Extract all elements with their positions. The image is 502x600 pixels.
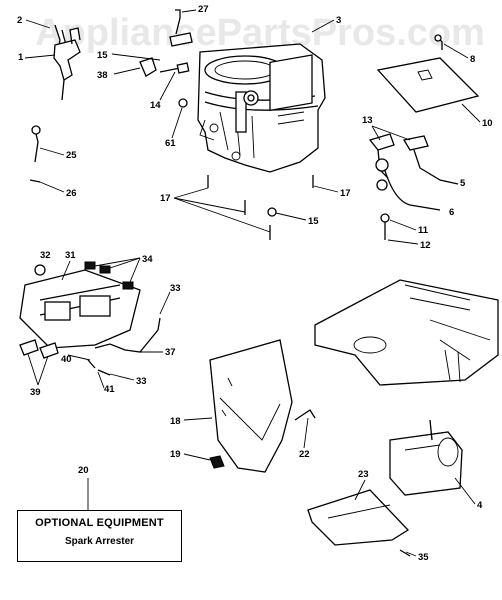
optional-equipment-box: OPTIONAL EQUIPMENT Spark Arrester (17, 510, 182, 562)
callout-12: 12 (420, 240, 431, 251)
callout-15: 15 (97, 50, 108, 61)
callout-20: 20 (78, 465, 89, 476)
callout-22: 22 (299, 449, 310, 460)
spark-arrester-label: Spark Arrester (64, 536, 135, 547)
callout-23: 23 (358, 469, 369, 480)
callout-5: 5 (460, 178, 466, 189)
muffler-guard (307, 489, 411, 557)
callout-17-right: 17 (340, 188, 351, 199)
callout-14: 14 (150, 100, 161, 111)
callout-labels: 2 1 27 3 8 10 15 38 14 61 25 26 17 17 15… (17, 4, 493, 563)
callout-35: 35 (418, 552, 429, 563)
callout-25: 25 (66, 150, 77, 161)
callout-41: 41 (104, 384, 115, 395)
fuel-lines (368, 133, 459, 240)
callout-37: 37 (165, 347, 176, 358)
callout-19: 19 (170, 449, 181, 460)
callout-32: 32 (40, 250, 51, 261)
callout-13: 13 (362, 115, 373, 126)
callout-8: 8 (470, 54, 475, 65)
callout-33-top: 33 (170, 283, 181, 294)
callout-31: 31 (65, 250, 76, 261)
callout-17-left: 17 (160, 193, 171, 204)
plate-bracket (376, 34, 480, 113)
muffler (389, 419, 463, 496)
chassis-plate (314, 279, 499, 386)
callout-6: 6 (449, 207, 454, 218)
callout-26: 26 (66, 188, 77, 199)
callout-34: 34 (142, 254, 153, 265)
callout-33-bottom: 33 (136, 376, 147, 387)
callout-10: 10 (482, 118, 493, 129)
callout-3: 3 (336, 15, 341, 26)
callout-4: 4 (477, 500, 483, 511)
optional-equipment-title: OPTIONAL EQUIPMENT (35, 517, 164, 529)
callout-2: 2 (17, 15, 22, 26)
callout-40: 40 (61, 354, 72, 365)
callout-18: 18 (170, 416, 181, 427)
callout-38: 38 (97, 70, 108, 81)
air-cleaner-assembly (19, 261, 161, 376)
engine-small-parts (29, 9, 314, 240)
callout-39: 39 (30, 387, 41, 398)
callout-27: 27 (198, 4, 209, 15)
engine-assembly (197, 43, 326, 173)
callout-15-lower: 15 (308, 216, 319, 227)
callout-61: 61 (165, 138, 176, 149)
callout-11: 11 (418, 225, 429, 236)
heat-shield (209, 339, 316, 473)
callout-1: 1 (18, 52, 24, 63)
